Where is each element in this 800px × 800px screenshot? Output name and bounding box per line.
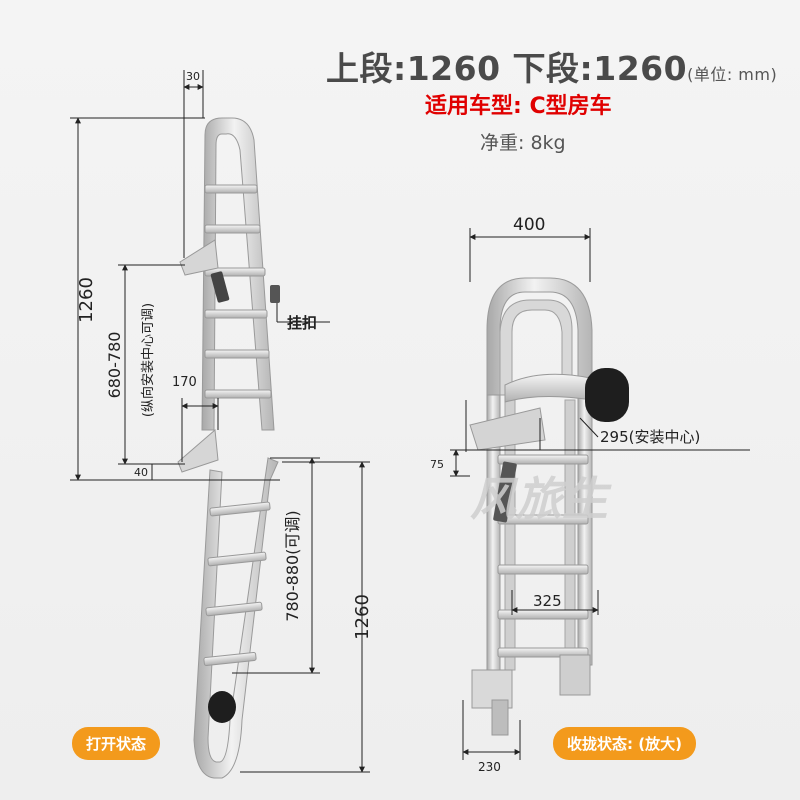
dim-base-width: 230 bbox=[478, 760, 501, 774]
bumper-pad bbox=[208, 691, 236, 723]
dim-adjust-note: (纵向安装中心可调) bbox=[140, 303, 156, 417]
right-rail bbox=[577, 394, 593, 666]
net-weight: 净重: 8kg bbox=[480, 132, 566, 154]
dim-top-width: 30 bbox=[186, 70, 200, 83]
hinge-latch bbox=[210, 271, 230, 303]
dim-lower-adjust: 780-880(可调) bbox=[283, 510, 302, 621]
dim-lower-height: 1260 bbox=[352, 594, 373, 640]
unit-label: (单位: mm) bbox=[687, 65, 778, 84]
open-ladder bbox=[177, 117, 280, 779]
dim-bottom-offset: 40 bbox=[134, 466, 148, 479]
hook-label: 挂扣 bbox=[287, 314, 317, 332]
dim-bracket-height: 75 bbox=[430, 458, 444, 471]
lower-bracket bbox=[177, 428, 219, 473]
dim-width: 400 bbox=[513, 215, 545, 235]
open-dimension-labels: 30 1260 680-780 (纵向安装中心可调) 170 40 挂扣 780… bbox=[76, 70, 373, 640]
upper-bracket bbox=[179, 239, 219, 276]
open-dimensions bbox=[70, 70, 370, 773]
vehicle-type: 适用车型: C型房车 bbox=[425, 94, 612, 119]
lower-rails bbox=[193, 457, 279, 779]
dim-total-height: 1260 bbox=[76, 277, 97, 323]
folded-dimension-labels: 400 295(安装中心) 75 325 230 bbox=[430, 215, 700, 774]
open-state-badge: 打开状态 bbox=[72, 727, 161, 760]
length-spec: 上段:1260 下段:1260 bbox=[326, 49, 688, 88]
dim-adjust-range: 680-780 bbox=[105, 332, 124, 399]
lower-rungs bbox=[203, 501, 271, 666]
watermark: 风旅生 bbox=[470, 472, 612, 526]
inner-right-rail bbox=[564, 399, 576, 661]
folded-dimensions bbox=[450, 228, 750, 760]
bumper-pad bbox=[585, 368, 629, 422]
product-title: 上段:1260 下段:1260(单位: mm) bbox=[326, 42, 777, 90]
hook-latch bbox=[270, 285, 280, 303]
dim-mount-center: 295(安装中心) bbox=[600, 428, 700, 446]
dim-bracket: 170 bbox=[172, 375, 197, 390]
lower-mount-plate-right bbox=[559, 654, 591, 696]
foot bbox=[491, 699, 509, 736]
folded-ladder bbox=[469, 277, 629, 736]
folded-state-badge: 收拢状态: (放大) bbox=[553, 727, 696, 760]
curved-step bbox=[504, 373, 593, 403]
latch bbox=[493, 461, 517, 523]
dim-inner-width: 325 bbox=[533, 592, 562, 610]
upper-mount-bracket bbox=[469, 407, 546, 451]
